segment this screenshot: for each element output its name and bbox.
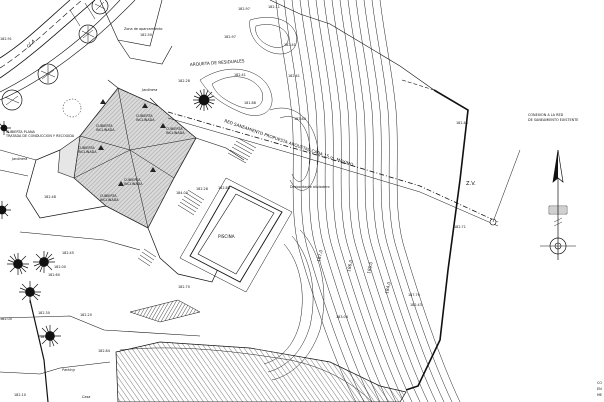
label-cubierta-2: CUBIERTA [136, 114, 153, 118]
palm-icon [193, 89, 215, 111]
spot-elevations: 182.11 182.97 182.97 182.41 181.88 182.4… [0, 5, 468, 397]
street-name: c/ A [26, 39, 38, 50]
property-boundary [269, 0, 469, 391]
stairs [137, 137, 257, 267]
elevation: 182.97 [238, 7, 250, 11]
contour-value-labels: 187,0 186,0 185,0 184,0 [316, 249, 391, 294]
label-cubierta-5b: INCLINADA [124, 182, 143, 186]
elevation: 182.41 [288, 74, 300, 78]
elevation: 182.71 [454, 225, 466, 229]
label-jardinera-left: Jardinera [11, 157, 27, 161]
elevation: 183.04 [336, 315, 348, 319]
elevation: 182.41 [234, 73, 246, 77]
elevation: 182.43 [456, 121, 468, 125]
palm-icon [39, 325, 61, 347]
label-corner-3: ME [597, 393, 602, 397]
pool [179, 177, 293, 293]
elevation: 182.84 [98, 349, 110, 353]
label-conexion-1: CONEXION A LA RED [528, 113, 564, 117]
plan-labels: Zona de aparcamiento 182.50 Jardinera Ja… [5, 27, 602, 399]
elevation: 182.45 [62, 251, 74, 255]
elevation: 181.88 [40, 335, 52, 339]
parking-bays [69, 0, 173, 65]
contour-label: 186,0 [346, 259, 353, 272]
tree-icon [1, 89, 23, 111]
slope-hatch [115, 341, 407, 402]
label-zona: Zona de aparcamiento [124, 27, 162, 31]
pool-label: PISCINA [218, 234, 235, 239]
palm-icon [0, 201, 11, 219]
label-cubierta-1: CUBIERTA [96, 124, 113, 128]
elevation: 183.80 [294, 117, 306, 121]
palm-icon [7, 253, 29, 275]
label-red: RED SANEAMIENTO PROPUESTA ARQUETAS CADA … [224, 118, 355, 167]
label-zv: Z.V. [466, 181, 476, 187]
palm-icon [33, 251, 55, 273]
building-roof [57, 87, 197, 229]
label-jardinera-top: Jardinera [141, 88, 157, 92]
label-cubierta-6b: INCLINADA [100, 198, 119, 202]
elevation: 182.48 [44, 195, 56, 199]
elevation: 182.88 [218, 186, 230, 190]
label-parking: Parking [62, 368, 76, 372]
elevation: 182.00 [0, 317, 12, 321]
label-corner-1: CO [597, 381, 602, 385]
sewer-line [167, 111, 521, 227]
contour-label: 184,0 [384, 281, 391, 294]
elevation: 187.70 [408, 293, 420, 297]
elevation: 182.00 [54, 265, 66, 269]
elevation: 182.60 [48, 273, 60, 277]
elevation: 182.91 [0, 37, 12, 41]
north-arrow [540, 149, 576, 260]
palm-icon [19, 281, 41, 303]
label-zona-sub: 182.50 [140, 33, 152, 37]
tree-icon [62, 98, 82, 118]
elevation: 182.28 [178, 79, 190, 83]
label-cubierta-6: CUBIERTA [100, 194, 117, 198]
label-corner-2: EN [597, 387, 602, 391]
label-cubierta-2b: INCLINADA [136, 118, 155, 122]
left-wall [0, 299, 111, 402]
label-cubierta-1b: INCLINADA [96, 128, 115, 132]
label-cubierta-plana: CUBIERTA PLANA [6, 130, 35, 134]
label-desbordante: Desbordante aliviadero [290, 185, 330, 189]
elevation: 184.00 [176, 191, 188, 195]
elevation: 182.97 [224, 35, 236, 39]
elevation: 182.10 [14, 393, 26, 397]
label-cubierta-5: CUBIERTA [124, 178, 141, 182]
tree-icon [91, 0, 109, 15]
elevation: 182.28 [196, 187, 208, 191]
elevation: 182.30 [38, 311, 50, 315]
slope-hatch-small [129, 299, 201, 323]
palm-icon [0, 121, 11, 135]
elevation: 181.88 [244, 101, 256, 105]
street-road [0, 0, 136, 101]
label-cubierta-4: CUBIERTA [78, 146, 95, 150]
elevation: 182.70 [178, 285, 190, 289]
label-cubierta-3: CUBIERTA [166, 127, 183, 131]
label-cubierta-3b: INCLINADA [166, 131, 185, 135]
label-conexion-2: DE SANEAMIENTO EXISTENTE [528, 118, 578, 122]
elevation: 182.43 [410, 303, 422, 307]
contour-lines [119, 0, 461, 402]
label-cubierta-4b: INCLINADA [78, 150, 97, 154]
contour-label: 187,0 [316, 249, 323, 262]
tree-icon [37, 63, 59, 85]
elevation: 182.41 [284, 43, 296, 47]
label-casa: Casa [82, 395, 90, 399]
elevation: 182.20 [80, 313, 92, 317]
tree-group [1, 0, 109, 118]
palm-trees [0, 89, 215, 347]
label-arqueta: ARQUETA DE RESIDUALES [190, 58, 245, 67]
tree-icon [78, 24, 98, 44]
elevation: 182.11 [268, 5, 280, 9]
label-cubierta-plana-sub: TRATADA DE CONDUCCION Y RECOGIDA [5, 134, 75, 138]
contour-label: 185,0 [366, 261, 373, 274]
